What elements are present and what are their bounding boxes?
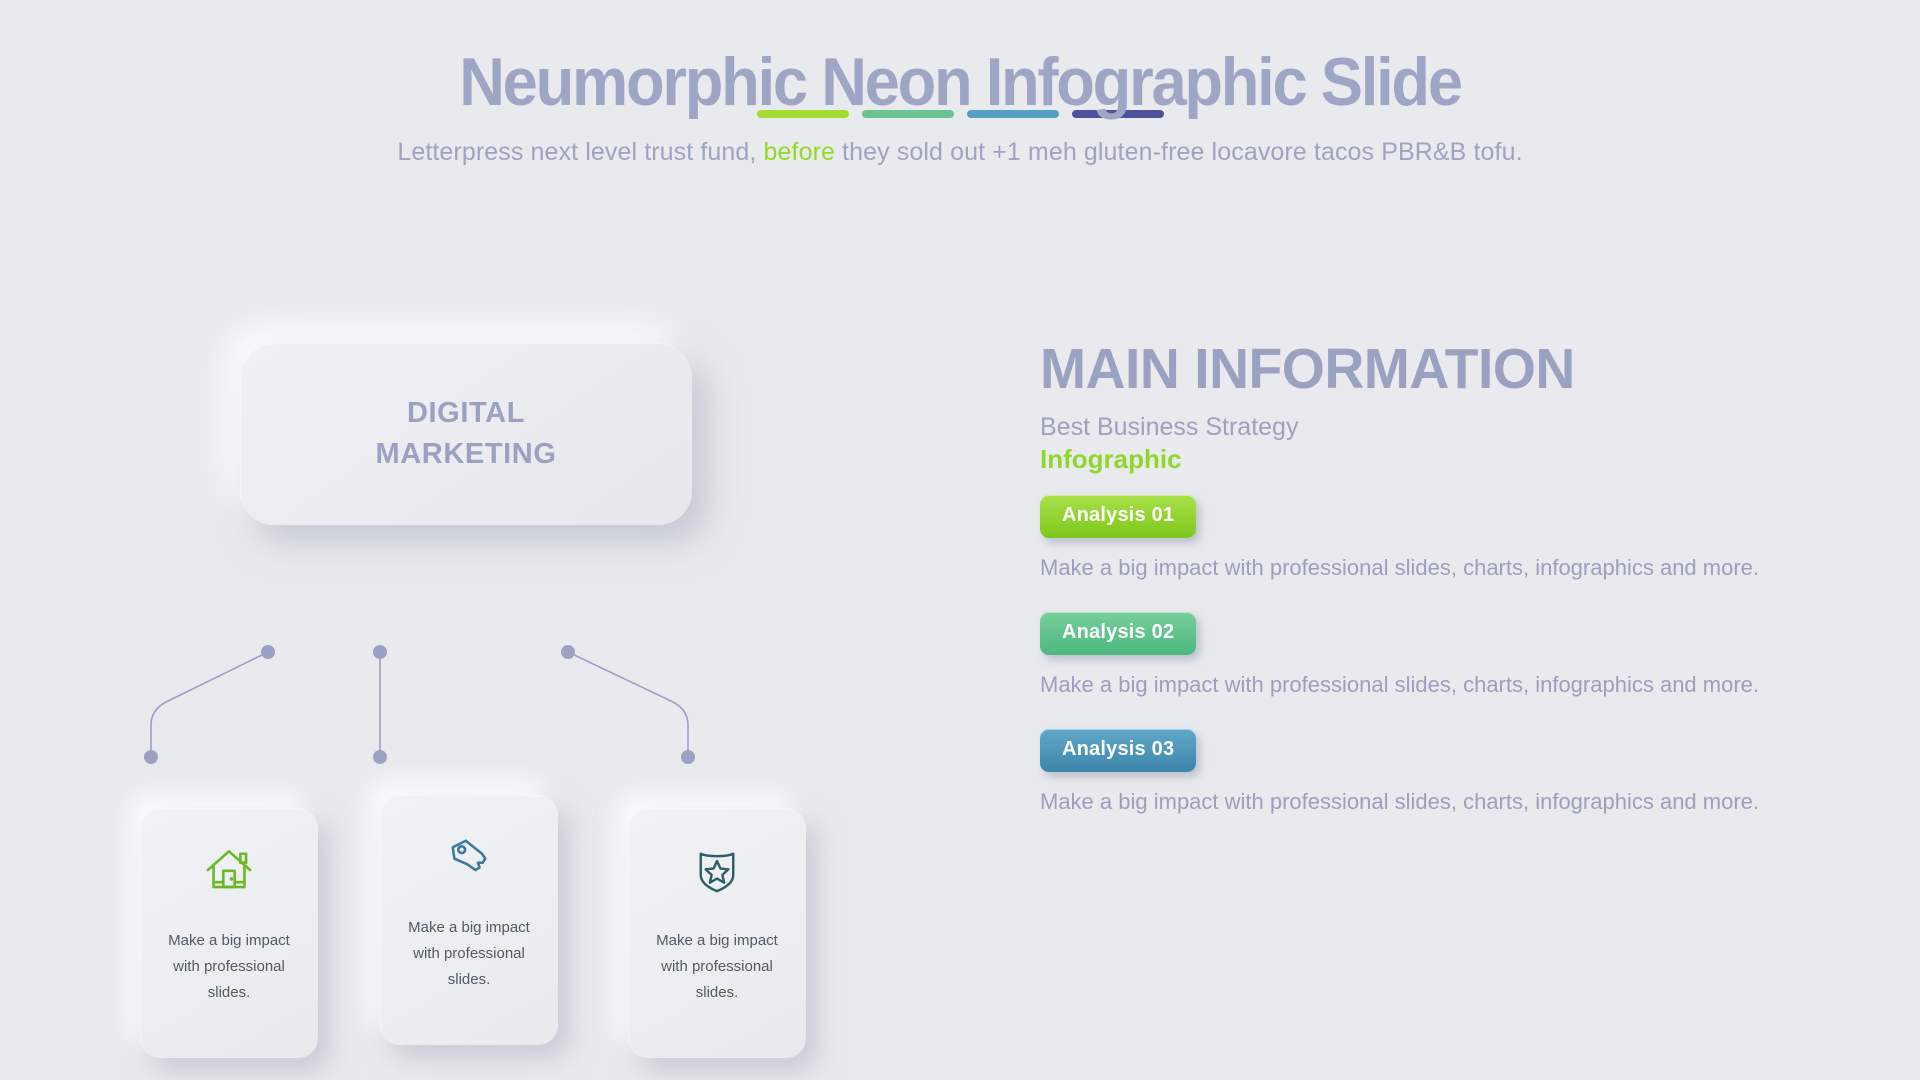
analysis-text-1: Make a big impact with professional slid… — [1040, 555, 1760, 581]
analysis-item-2: Analysis 02 Make a big impact with profe… — [1040, 592, 1820, 703]
connector-path-3 — [567, 651, 689, 758]
connector-dot-1 — [261, 645, 275, 659]
subtitle-text-after: they sold out +1 meh gluten-free locavor… — [835, 138, 1523, 167]
analysis-text-2: Make a big impact with professional slid… — [1040, 671, 1760, 697]
house-icon — [206, 850, 252, 889]
connector-dot-3 — [561, 645, 575, 659]
underline-bar-1 — [756, 110, 849, 119]
connector-path-1 — [150, 651, 269, 758]
page-title: Neumorphic Neon Infographic Slide — [459, 44, 1463, 120]
underline-bar-2 — [861, 110, 954, 119]
main-information-subheading: Best Business Strategy — [1040, 413, 1299, 442]
underline-bar-3 — [966, 110, 1059, 119]
connector-dot-2 — [373, 645, 387, 659]
analysis-item-3: Analysis 03 Make a big impact with profe… — [1040, 709, 1820, 820]
analysis-item-1: Analysis 01 Make a big impact with profe… — [1040, 475, 1820, 586]
connector-dot-5 — [373, 750, 387, 764]
analysis-badge-2[interactable]: Analysis 02 — [1040, 611, 1197, 655]
page-subtitle: Letterpress next level trust fund, befor… — [0, 138, 1920, 167]
node-card-3-text: Make a big impact with professional slid… — [656, 932, 778, 1001]
node-card-1[interactable]: Make a big impact with professional slid… — [140, 808, 318, 1058]
diagram-panel: DIGITAL MARKETING Make a big impact with… — [0, 300, 900, 1060]
connector-dot-4 — [144, 750, 158, 764]
node-card-2[interactable]: Make a big impact with professional slid… — [380, 795, 558, 1045]
shield-star-icon — [699, 852, 735, 893]
hero-line-2: MARKETING — [375, 438, 557, 470]
analysis-badge-3[interactable]: Analysis 03 — [1040, 728, 1197, 772]
subtitle-highlight: before — [763, 138, 836, 167]
main-information-heading: MAIN INFORMATION — [1040, 337, 1575, 401]
node-card-2-text: Make a big impact with professional slid… — [408, 919, 530, 988]
analysis-badge-1[interactable]: Analysis 01 — [1040, 495, 1197, 539]
hero-line-1: DIGITAL — [406, 396, 526, 429]
connector-dot-6 — [681, 750, 695, 764]
digital-marketing-card[interactable]: DIGITAL MARKETING — [240, 343, 692, 525]
node-card-3[interactable]: Make a big impact with professional slid… — [628, 808, 806, 1058]
slide-header: Neumorphic Neon Infographic Slide Letter… — [0, 0, 1920, 167]
subtitle-text-before: Letterpress next level trust fund, — [397, 138, 764, 167]
underline-bar-4 — [1071, 110, 1164, 119]
title-underline-bars — [0, 110, 1920, 119]
key-icon — [451, 839, 487, 872]
main-information-panel: MAIN INFORMATION Best Business Strategy … — [1040, 337, 1820, 820]
main-information-accent: Infographic — [1040, 444, 1182, 475]
digital-marketing-label: DIGITAL MARKETING — [375, 393, 556, 475]
analysis-text-3: Make a big impact with professional slid… — [1040, 788, 1760, 814]
node-card-1-text: Make a big impact with professional slid… — [168, 932, 290, 1001]
